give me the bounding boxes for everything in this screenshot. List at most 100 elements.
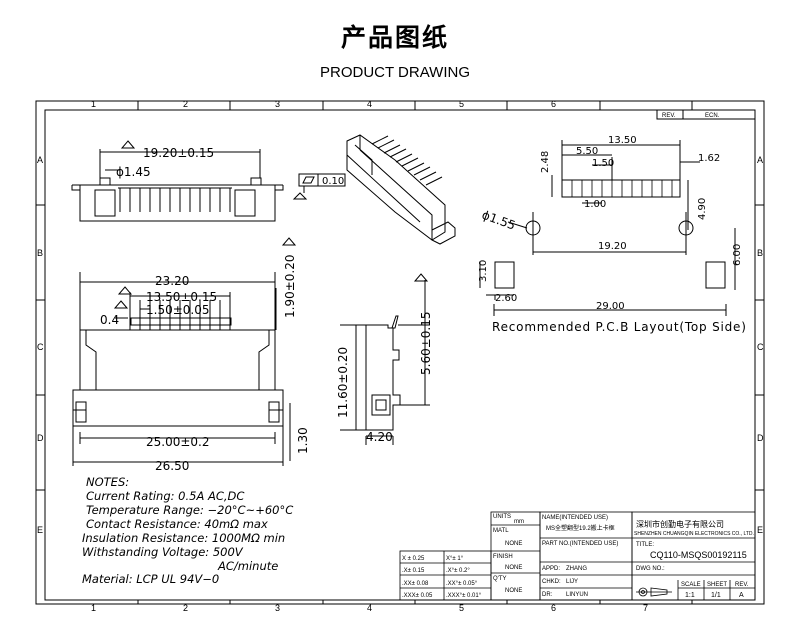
chkd-value: LIJY bbox=[566, 579, 578, 585]
pcb-2-60: 2.60 bbox=[495, 293, 517, 304]
company-cn: 深圳市创勤电子有限公司 bbox=[636, 519, 724, 529]
pcb-caption: Recommended P.C.B Layout(Top Side) bbox=[492, 320, 747, 334]
pcb-5-50: 5.50 bbox=[576, 146, 598, 157]
front-view bbox=[71, 149, 284, 222]
zone-row-b: B bbox=[37, 248, 43, 258]
pcb-phi-1-55: ϕ1.55 bbox=[480, 208, 517, 233]
dwg-label: DWG NO.: bbox=[636, 566, 665, 572]
dim-phi-1-45: ϕ1.45 bbox=[116, 165, 151, 179]
note-flag-icon-4 bbox=[113, 300, 129, 309]
top-view bbox=[72, 272, 291, 466]
zone-row-b-right: B bbox=[757, 248, 763, 258]
dr-label: DR: bbox=[542, 592, 553, 598]
company-en: SHENZHEN CHUANGQIN ELECTRONICS CO., LTD. bbox=[634, 531, 754, 537]
zone-row-e-right: E bbox=[757, 525, 763, 535]
scale-label: SCALE bbox=[681, 582, 701, 588]
tol-2b: .X°± 0.2° bbox=[446, 568, 470, 574]
revision-box bbox=[656, 109, 756, 120]
zone-col-4: 4 bbox=[367, 99, 372, 109]
tol-4: .XXX± 0.05 bbox=[402, 593, 433, 599]
zone-row-c-right: C bbox=[757, 342, 764, 352]
dr-value: LINYUN bbox=[566, 592, 588, 598]
zone-col-7-bottom: 7 bbox=[643, 603, 648, 613]
title-block bbox=[399, 511, 756, 601]
ecn-label: ECN. bbox=[705, 113, 720, 119]
note-flag-icon-2 bbox=[292, 192, 308, 200]
note-flag-icon-3 bbox=[117, 286, 133, 295]
dim-25-00: 25.00±0.2 bbox=[146, 435, 210, 449]
dim-26-50: 26.50 bbox=[155, 459, 189, 473]
zone-row-d-right: D bbox=[757, 433, 764, 443]
tol-1: X ± 0.25 bbox=[402, 556, 425, 562]
tol-1b: X°± 1° bbox=[446, 556, 464, 562]
zone-col-1-bottom: 1 bbox=[91, 603, 96, 613]
zone-labels: 1 2 3 4 5 6 1 2 3 4 5 6 7 A B C D E A B … bbox=[37, 99, 764, 613]
units-label: UNITS bbox=[493, 514, 511, 520]
dim-4-20: 4.20 bbox=[366, 430, 393, 444]
dim-19-20: 19.20±0.15 bbox=[143, 146, 214, 160]
title-block-text: X ± 0.25 X°± 1° .X± 0.15 .X°± 0.2° .XX± … bbox=[402, 514, 754, 599]
pcb-1-50: 1.50 bbox=[592, 158, 614, 169]
zone-row-c: C bbox=[37, 342, 44, 352]
zone-col-6-bottom: 6 bbox=[551, 603, 556, 613]
title-label: TITLE: bbox=[636, 542, 654, 548]
appd-value: ZHANG bbox=[566, 566, 587, 572]
pcb-4-90: 4.90 bbox=[697, 198, 708, 220]
pcb-3-10: 3.10 bbox=[478, 260, 489, 282]
note-line-4: Insulation Resistance: 1000MΩ min bbox=[82, 531, 285, 545]
page-title-en: PRODUCT DRAWING bbox=[320, 64, 470, 81]
zone-col-4-bottom: 4 bbox=[367, 603, 372, 613]
note-line-6: AC/minute bbox=[217, 559, 278, 573]
side-view bbox=[340, 280, 430, 445]
sheet-value: 1/1 bbox=[711, 592, 721, 599]
sheet-label: SHEET bbox=[707, 582, 727, 588]
dim-13-50: 13.50±0.15 bbox=[146, 290, 217, 304]
note-line-7: Material: LCP UL 94V−0 bbox=[82, 572, 219, 586]
note-line-2: Temperature Range: −20°C~+60°C bbox=[86, 503, 293, 517]
pcb-13-50: 13.50 bbox=[608, 135, 637, 146]
note-flag-icon-6 bbox=[413, 273, 429, 282]
zone-col-2: 2 bbox=[183, 99, 188, 109]
name-label: NAME(INTENDED USE) bbox=[542, 515, 608, 521]
drawing-frame bbox=[35, 100, 765, 605]
tol-2: .X± 0.15 bbox=[402, 568, 425, 574]
zone-col-2-bottom: 2 bbox=[183, 603, 188, 613]
flatness-callout bbox=[298, 173, 346, 193]
zone-col-5: 5 bbox=[459, 99, 464, 109]
zone-col-1: 1 bbox=[91, 99, 96, 109]
dim-23-20: 23.20 bbox=[155, 274, 189, 288]
tol-4b: .XXX°± 0.01° bbox=[446, 593, 482, 599]
dim-1-90: 1.90±0.20 bbox=[283, 255, 297, 319]
matl-value: NONE bbox=[505, 541, 522, 547]
note-line-5: Withstanding Voltage: 500V bbox=[82, 545, 244, 559]
title-value: CQ110-MSQS00192115 bbox=[650, 550, 747, 560]
pcb-2-48: 2.48 bbox=[540, 151, 551, 173]
rev-block-label: REV. bbox=[735, 582, 749, 588]
dim-0-4: 0.4 bbox=[100, 313, 119, 327]
dim-flatness: 0.10 bbox=[322, 176, 344, 187]
note-line-1: Current Rating: 0.5A AC,DC bbox=[86, 489, 244, 503]
isometric-view bbox=[346, 134, 456, 245]
finish-value: NONE bbox=[505, 565, 522, 571]
pcb-1-62: 1.62 bbox=[698, 153, 720, 164]
finish-label: FINISH bbox=[493, 554, 513, 560]
zone-row-a: A bbox=[37, 155, 43, 165]
pcb-6-00: 6.00 bbox=[732, 244, 743, 266]
zone-col-6: 6 bbox=[551, 99, 556, 109]
qty-label: Q'TY bbox=[493, 576, 506, 582]
units-value: mm bbox=[514, 519, 524, 525]
appd-label: APPD: bbox=[542, 566, 560, 572]
matl-label: MATL bbox=[493, 528, 509, 534]
zone-row-e: E bbox=[37, 525, 43, 535]
pcb-1-00: 1.00 bbox=[584, 199, 606, 210]
zone-row-a-right: A bbox=[757, 155, 763, 165]
page-title-cn: 产品图纸 bbox=[340, 23, 449, 52]
zone-row-d: D bbox=[37, 433, 44, 443]
dim-1-30: 1.30 bbox=[296, 427, 310, 454]
zone-col-3-bottom: 3 bbox=[275, 603, 280, 613]
tol-3b: .XX°± 0.05° bbox=[446, 581, 478, 587]
note-flag-icon-5 bbox=[281, 237, 297, 246]
note-flag-icon bbox=[120, 140, 136, 149]
note-line-3: Contact Resistance: 40mΩ max bbox=[86, 517, 268, 531]
